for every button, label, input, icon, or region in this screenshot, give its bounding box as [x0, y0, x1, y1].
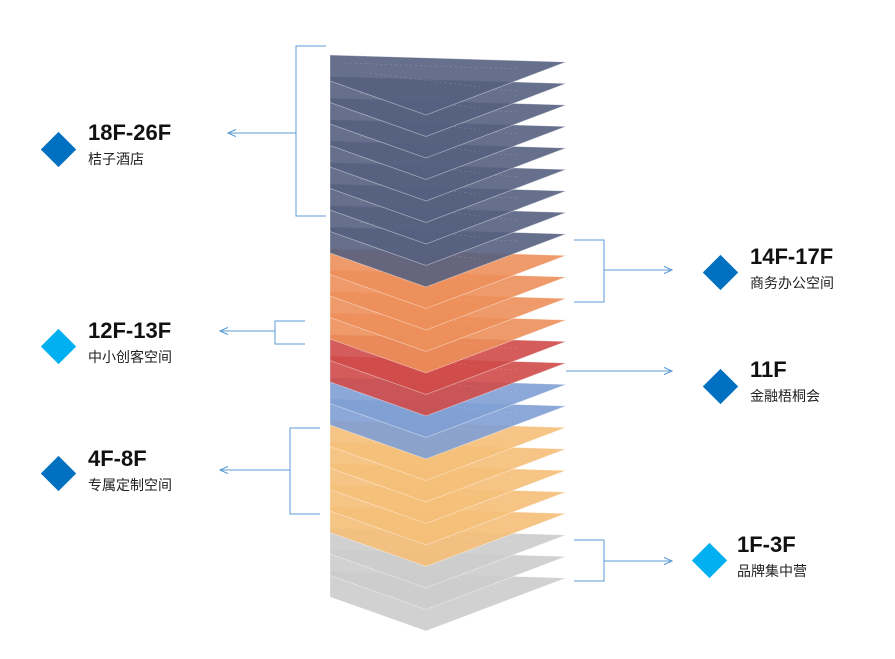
- zone-floors-finance: 11F: [750, 357, 787, 382]
- floor-plan-detail: [344, 62, 521, 88]
- zone-label-finance: 11F 金融梧桐会: [750, 358, 820, 406]
- bracket-custom: [289, 427, 320, 515]
- zone-name-startup: 中小创客空间: [88, 350, 172, 366]
- bracket-office: [574, 239, 605, 303]
- zone-label-office: 14F-17F 商务办公空间: [750, 245, 834, 293]
- zone-label-hotel: 18F-26F 桔子酒店: [88, 121, 171, 169]
- zone-name-office: 商务办公空间: [750, 276, 834, 292]
- zone-name-hotel: 桔子酒店: [88, 152, 144, 168]
- zone-label-startup: 12F-13F 中小创客空间: [88, 319, 172, 367]
- zone-name-custom: 专属定制空间: [88, 478, 172, 494]
- zone-floors-brand: 1F-3F: [737, 532, 796, 557]
- zone-floors-hotel: 18F-26F: [88, 120, 172, 145]
- zone-floors-startup: 12F-13F: [88, 318, 172, 343]
- zone-name-finance: 金融梧桐会: [750, 389, 820, 405]
- zone-label-custom: 4F-8F 专属定制空间: [88, 447, 172, 495]
- bracket-startup: [274, 320, 305, 345]
- zone-name-brand: 品牌集中营: [737, 564, 807, 580]
- bracket-brand: [574, 539, 605, 582]
- zone-label-brand: 1F-3F 品牌集中营: [737, 533, 807, 581]
- zone-floors-custom: 4F-8F: [88, 446, 147, 471]
- zone-floors-office: 14F-17F: [750, 244, 834, 269]
- bracket-hotel: [295, 45, 326, 217]
- floor-plate: [329, 54, 567, 116]
